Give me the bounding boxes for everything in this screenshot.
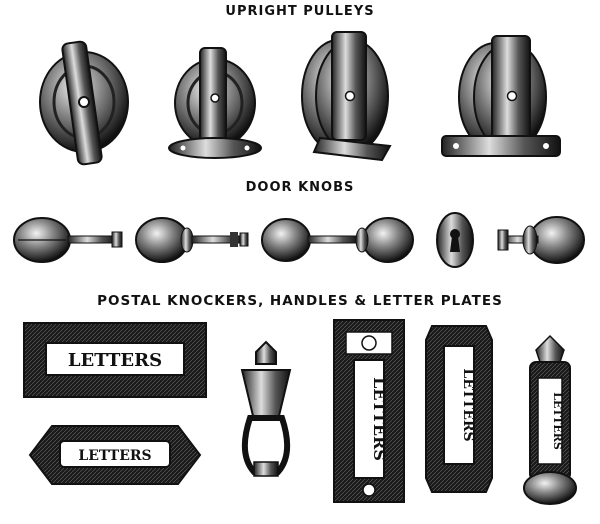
door-knob-icon [135, 217, 249, 263]
pulley-icon [301, 31, 392, 162]
heading-postal-items: POSTAL KNOCKERS, HANDLES & LETTER PLATES [97, 293, 503, 309]
door-knob-icon [497, 216, 585, 264]
letter-plate-label: LETTERS [68, 350, 162, 371]
letter-plate-label: LETTERS [78, 448, 151, 464]
heading-upright-pulleys: UPRIGHT PULLEYS [225, 4, 375, 19]
heading-door-knobs: DOOR KNOBS [245, 180, 355, 195]
door-knob-icon [261, 217, 414, 263]
keyhole-escutcheon-icon [436, 212, 474, 268]
letter-plate-label: LETTERS [551, 392, 564, 450]
letter-plate-label: LETTERS [460, 368, 476, 441]
letter-plate-label: LETTERS [370, 377, 389, 461]
door-knob-icon [13, 217, 123, 263]
letter-plate-icon: LETTERS [23, 322, 207, 398]
door-knocker-icon [240, 340, 292, 477]
pulley-icon [39, 40, 129, 166]
letter-plate-icon: LETTERS [425, 325, 493, 493]
letter-plate-icon: LETTERS [28, 425, 202, 485]
pulley-icon [168, 47, 262, 159]
letter-plate-icon: LETTERS [333, 319, 405, 503]
letter-plate-icon: LETTERS [523, 334, 577, 505]
pulley-icon [441, 35, 561, 157]
